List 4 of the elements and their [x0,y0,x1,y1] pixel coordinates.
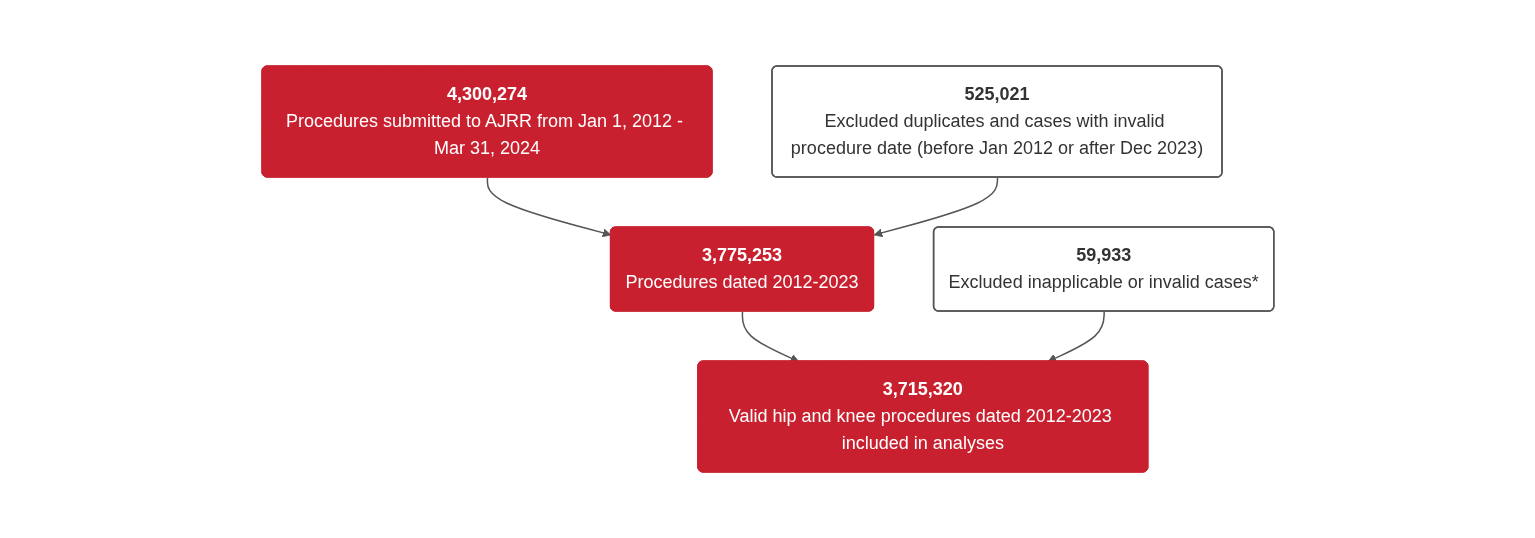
arrow [873,176,998,238]
arrow [486,176,611,238]
arrow [1047,310,1105,363]
arrow [741,310,799,363]
